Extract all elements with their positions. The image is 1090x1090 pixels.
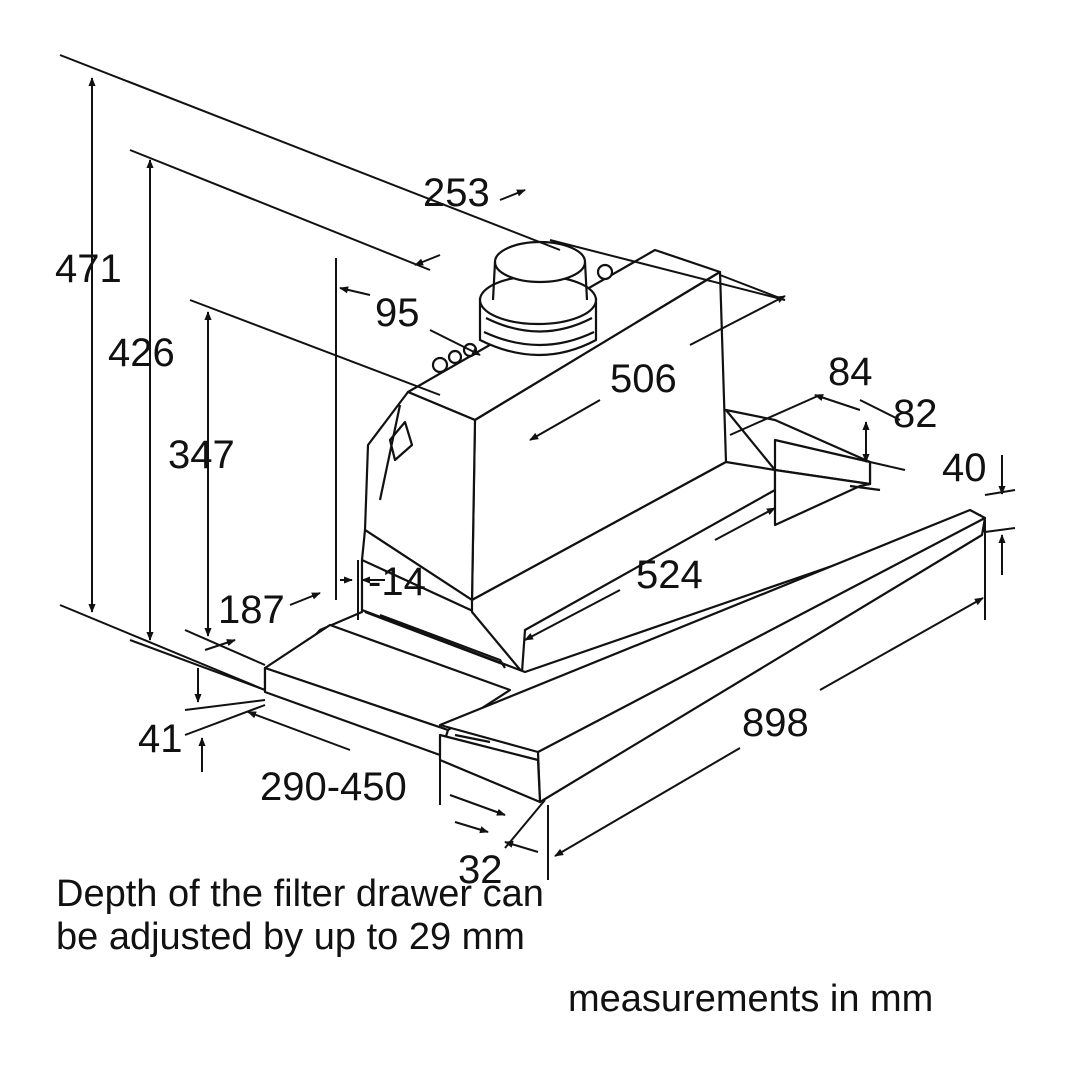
label-290-450: 290-450 bbox=[260, 765, 407, 809]
label-471: 471 bbox=[55, 247, 122, 291]
dim-line-290b bbox=[449, 794, 506, 816]
dim-line-32b bbox=[504, 840, 539, 853]
label-506: 506 bbox=[610, 357, 677, 401]
rear-step bbox=[773, 468, 872, 527]
label-41: 41 bbox=[138, 717, 183, 761]
label-82: 82 bbox=[893, 392, 938, 436]
label-426: 426 bbox=[108, 331, 175, 375]
front-edge-end bbox=[438, 733, 542, 804]
label-32: 32 bbox=[458, 848, 503, 892]
housing-fittings bbox=[378, 263, 614, 501]
duct-connector bbox=[478, 240, 598, 357]
label-95: 95 bbox=[375, 291, 420, 335]
dim-line-898b bbox=[554, 747, 741, 857]
dim-line-506 bbox=[529, 399, 601, 441]
label-40: 40 bbox=[942, 446, 987, 490]
dim-line-524b bbox=[714, 507, 776, 541]
dimension-lines bbox=[88, 77, 1006, 857]
label-14: -14 bbox=[368, 560, 426, 604]
hood-outline bbox=[263, 240, 987, 804]
dim-line-253b bbox=[414, 254, 441, 266]
label-524: 524 bbox=[636, 553, 703, 597]
dim-line-95b bbox=[429, 329, 481, 356]
dim-line-32a bbox=[454, 821, 489, 834]
canopy-front-lower bbox=[470, 460, 777, 674]
dim-line-95 bbox=[339, 286, 371, 296]
dim-line-290 bbox=[247, 711, 351, 751]
label-347: 347 bbox=[168, 433, 235, 477]
label-84: 84 bbox=[828, 350, 873, 394]
drawer-slots bbox=[364, 484, 881, 744]
label-898: 898 bbox=[742, 701, 809, 745]
dim-line-187 bbox=[289, 592, 321, 606]
dim-line-506b bbox=[689, 295, 786, 346]
dim-line-253 bbox=[499, 189, 526, 201]
dimension-labels: 471 426 347 187 41 290-450 32 253 95 506… bbox=[55, 171, 987, 892]
dim-line-898 bbox=[819, 597, 984, 691]
dim-line-84 bbox=[814, 394, 861, 411]
label-187: 187 bbox=[218, 588, 285, 632]
dim-line-524 bbox=[524, 589, 621, 641]
label-253: 253 bbox=[423, 171, 490, 215]
dim-line-187b bbox=[204, 639, 236, 651]
extension-lines bbox=[59, 54, 1016, 880]
drawer-adjustment-note: Depth of the filter drawer can be adjust… bbox=[56, 873, 544, 958]
units-note: measurements in mm bbox=[568, 978, 934, 1020]
